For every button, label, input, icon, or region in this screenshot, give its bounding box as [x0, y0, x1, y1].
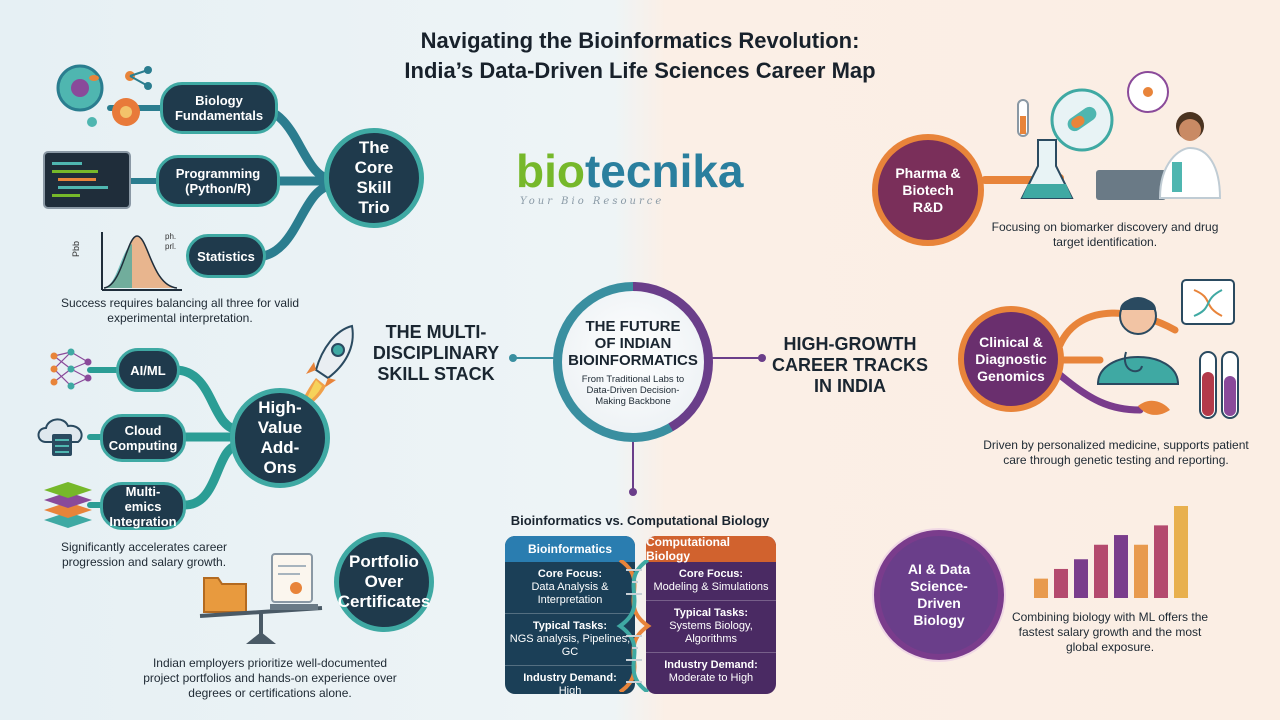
- addon-label: AI/ML: [130, 362, 166, 378]
- distribution-chart-icon: [101, 232, 182, 291]
- addon-label: Multi-emics Integration: [109, 483, 177, 529]
- bioinformatics-title: Bioinformatics: [505, 536, 635, 562]
- high-value-add-ons-hub: High-Value Add-Ons: [230, 388, 330, 488]
- doctor-genomics-illustration: [1096, 279, 1239, 419]
- career-tracks-label: HIGH-GROWTH CAREER TRACKS IN INDIA: [771, 334, 928, 396]
- skill-label: Biology Fundamentals: [174, 93, 264, 123]
- chart-y-label: Pbb: [71, 240, 82, 258]
- skill-programming: Programming (Python/R): [156, 155, 280, 207]
- growth-bar: [1114, 535, 1128, 598]
- growth-bar-chart: [1034, 506, 1188, 598]
- skill-biology-fundamentals: Biology Fundamentals: [160, 82, 278, 134]
- addons-note: Significantly accelerates career progres…: [60, 540, 228, 569]
- addon-cloud-computing: Cloud Computing: [100, 414, 186, 462]
- hub-label: Portfolio Over Certificates: [337, 552, 431, 611]
- skill-statistics: Statistics: [186, 234, 266, 278]
- hub-label: High-Value Add-Ons: [257, 398, 303, 477]
- growth-bar: [1094, 544, 1108, 598]
- bioinformatics-panel: Bioinformatics Core Focus:Data Analysis …: [505, 536, 635, 694]
- title-line-2: India’s Data-Driven Life Sciences Career…: [404, 58, 876, 83]
- layered-data-icon: [44, 482, 92, 528]
- row-key: Core Focus:: [678, 568, 744, 580]
- row-value: Modeling & Simulations: [653, 581, 769, 593]
- career-ai-data-science: AI & Data Science-Driven Biology: [874, 530, 1004, 660]
- center-hub: THE FUTURE OF INDIAN BIOINFORMATICS From…: [553, 282, 713, 442]
- row-key: Core Focus:: [537, 568, 603, 580]
- center-title-line-2: OF INDIAN: [594, 334, 672, 352]
- dna-helix-icon: [616, 560, 652, 692]
- portfolio-note: Indian employers prioritize well-documen…: [143, 656, 397, 700]
- career-clinical-genomics: Clinical & Diagnostic Genomics: [958, 306, 1064, 412]
- row-value: High: [558, 685, 582, 694]
- growth-bar: [1154, 525, 1168, 598]
- code-screen-icon: [43, 151, 131, 209]
- skill-label: Statistics: [197, 248, 255, 264]
- career-label: Clinical & Diagnostic Genomics: [975, 333, 1047, 384]
- panel-row: Industry Demand:Moderate to High: [646, 653, 776, 691]
- computational-biology-panel: Computational Biology Core Focus:Modelin…: [646, 536, 776, 694]
- panel-row: Core Focus:Modeling & Simulations: [646, 562, 776, 601]
- panel-row: Typical Tasks:NGS analysis, Pipelines, G…: [505, 614, 635, 666]
- core-note: Success requires balancing all three for…: [60, 296, 300, 325]
- row-key: Typical Tasks:: [532, 620, 608, 632]
- career-pharma-biotech: Pharma & Biotech R&D: [872, 134, 984, 246]
- row-key: Industry Demand:: [523, 672, 617, 684]
- clinical-note: Driven by personalized medicine, support…: [983, 438, 1249, 467]
- growth-bar: [1034, 578, 1048, 598]
- cell-illustration-icon: [56, 64, 152, 127]
- center-title-line-3: BIOINFORMATICS: [568, 351, 698, 369]
- panel-row: Core Focus:Data Analysis & Interpretatio…: [505, 562, 635, 614]
- row-value: Data Analysis & Interpretation: [531, 581, 609, 606]
- center-title-line-1: THE FUTURE: [585, 317, 681, 335]
- career-label: Pharma & Biotech R&D: [895, 164, 961, 215]
- addon-ai-ml: AI/ML: [116, 348, 180, 392]
- cloud-server-icon: [37, 418, 83, 456]
- lab-scientist-illustration: [1017, 71, 1222, 200]
- row-key: Industry Demand:: [664, 659, 758, 671]
- brand-tagline: Your Bio Resource: [520, 196, 665, 207]
- panel-row: Industry Demand:High: [505, 666, 635, 694]
- balance-scale-icon: [199, 553, 323, 644]
- skill-stack-label: THE MULTI-DISCIPLINARY SKILL STACK: [372, 322, 500, 384]
- row-value: NGS analysis, Pipelines, GC: [509, 633, 631, 658]
- portfolio-over-certificates-hub: Portfolio Over Certificates: [334, 532, 434, 632]
- addon-multi-omics: Multi-emics Integration: [100, 482, 186, 530]
- growth-bar: [1174, 506, 1188, 598]
- neural-network-icon: [50, 348, 92, 390]
- title-line-1: Navigating the Bioinformatics Revolution…: [420, 28, 860, 53]
- pharma-note: Focusing on biomarker discovery and drug…: [991, 220, 1219, 249]
- computational-biology-title: Computational Biology: [646, 536, 776, 563]
- core-skill-trio-hub: The Core Skill Trio: [324, 128, 424, 228]
- row-key: Typical Tasks:: [673, 607, 749, 619]
- chart-legend-2: prl.: [165, 242, 177, 251]
- brand-name-part-1: bio: [516, 145, 585, 197]
- skill-label: Programming (Python/R): [175, 166, 261, 196]
- row-value: Systems Biology, Algorithms: [669, 620, 753, 645]
- growth-bar: [1134, 544, 1148, 598]
- center-subtitle: From Traditional Labs to Data-Driven Dec…: [581, 373, 685, 407]
- hub-label: The Core Skill Trio: [354, 138, 394, 217]
- brand-logo: biotecnika Your Bio Resource: [516, 146, 744, 207]
- page-title: Navigating the Bioinformatics Revolution…: [240, 26, 1040, 86]
- row-value: Moderate to High: [668, 672, 754, 684]
- addon-label: Cloud Computing: [108, 423, 178, 453]
- comparison-heading: Bioinformatics vs. Computational Biology: [510, 513, 770, 528]
- ai-note: Combining biology with ML offers the fas…: [1011, 610, 1209, 654]
- growth-bar: [1074, 559, 1088, 598]
- career-label: AI & Data Science-Driven Biology: [907, 561, 971, 628]
- panel-row: Typical Tasks:Systems Biology, Algorithm…: [646, 601, 776, 653]
- chart-legend-1: ph.: [165, 232, 177, 241]
- brand-name-part-2: tecnika: [584, 145, 744, 197]
- growth-bar: [1054, 568, 1068, 598]
